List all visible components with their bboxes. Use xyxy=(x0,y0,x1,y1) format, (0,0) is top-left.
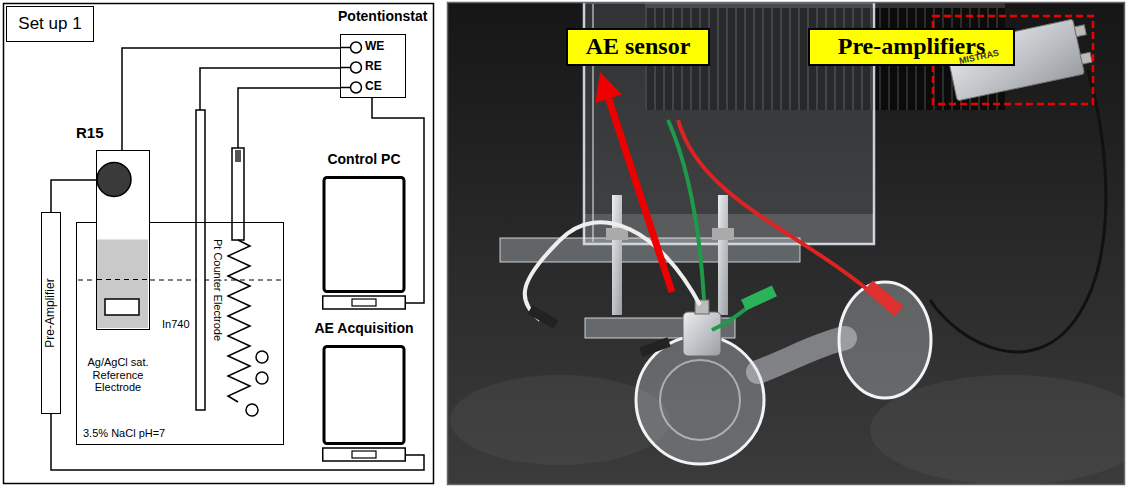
gas-bubble xyxy=(246,404,258,416)
photo xyxy=(1074,25,1086,37)
terminal-label: CE xyxy=(365,80,382,94)
monitor-drawing xyxy=(352,299,376,306)
holder-drawing xyxy=(105,299,139,315)
signal-wire xyxy=(122,48,340,150)
holder-drawing xyxy=(97,240,148,329)
right-panel-frame xyxy=(448,3,1125,485)
holder-drawing xyxy=(97,163,131,197)
callout-box: AE sensor xyxy=(566,28,710,66)
gas-bubble xyxy=(256,372,268,384)
photo xyxy=(678,120,880,300)
preamplifier-box: Pre-Amplifier xyxy=(41,212,61,414)
photo xyxy=(668,120,704,300)
photo xyxy=(741,285,777,310)
photo xyxy=(528,305,559,329)
photo xyxy=(758,338,845,372)
signal-wire xyxy=(51,180,96,212)
holder-drawing xyxy=(97,279,148,280)
photo xyxy=(609,99,672,292)
gas-bubble xyxy=(256,351,268,363)
sensor-label: R15 xyxy=(76,124,104,141)
acquisition-pc: AE Acquisition xyxy=(322,345,406,462)
monitor-drawing xyxy=(322,176,406,310)
left-panel-frame xyxy=(4,4,434,484)
photo xyxy=(525,222,700,320)
photo xyxy=(595,72,622,103)
terminal-symbols xyxy=(351,42,362,53)
monitor-drawing xyxy=(324,347,404,444)
photo xyxy=(448,3,1124,484)
right-panel-frame xyxy=(448,3,1125,485)
computer-heading: AE Acquisition xyxy=(314,320,413,336)
solution-label: 3.5% NaCl pH=7 xyxy=(83,427,165,440)
photo xyxy=(639,337,671,357)
electrode-wire xyxy=(200,68,340,110)
instrument-heading: Potentionstat xyxy=(338,8,427,24)
reference-electrode xyxy=(196,110,205,410)
monitor-drawing xyxy=(324,178,404,292)
photo xyxy=(930,70,1106,352)
left-panel-frame xyxy=(4,4,434,484)
photo xyxy=(712,228,734,240)
photo xyxy=(606,228,628,240)
specimen-label: In740 xyxy=(162,318,190,331)
photo xyxy=(683,312,721,356)
counter-electrode xyxy=(232,148,244,240)
terminal-label: RE xyxy=(365,60,382,74)
computer-heading: Control PC xyxy=(327,151,400,167)
electrode-label: Pt Counter Electrode xyxy=(212,238,225,342)
counter-electrode xyxy=(228,240,250,402)
electrode-wire xyxy=(200,68,340,148)
gas-bubble xyxy=(246,351,268,416)
monitor-drawing xyxy=(352,451,376,458)
monitor-drawing xyxy=(322,345,406,462)
photo xyxy=(612,195,622,315)
electrode-wire xyxy=(238,88,340,148)
monitor-drawing xyxy=(323,296,406,309)
callout-text: AE sensor xyxy=(586,33,691,61)
counter-electrode xyxy=(235,150,241,162)
counter-electrode xyxy=(228,148,250,402)
electrode-label: Ag/AgCl sat. Reference Electrode xyxy=(82,356,154,394)
terminal-symbols xyxy=(341,47,351,49)
photo xyxy=(660,360,740,440)
panel-title: Set up 1 xyxy=(18,14,81,34)
terminal-symbols xyxy=(351,82,362,93)
terminal-symbols xyxy=(341,67,351,69)
photo xyxy=(864,281,903,317)
holder-drawing xyxy=(97,151,148,328)
monitor-drawing xyxy=(323,448,406,461)
setup-label-box: Set up 1 xyxy=(6,6,94,42)
photo xyxy=(718,195,728,315)
terminal-label: WE xyxy=(365,40,384,54)
photo xyxy=(1080,52,1092,64)
terminal-symbols xyxy=(351,62,362,73)
potentiostat-box: PotentionstatWERECE xyxy=(340,34,406,98)
preamplifier-label: Pre-Amplifier xyxy=(44,278,58,347)
specimen-holder: R15 xyxy=(96,150,150,330)
control-pc: Control PC xyxy=(322,176,406,310)
reference-electrode xyxy=(196,110,205,410)
terminal-symbols xyxy=(341,87,351,89)
